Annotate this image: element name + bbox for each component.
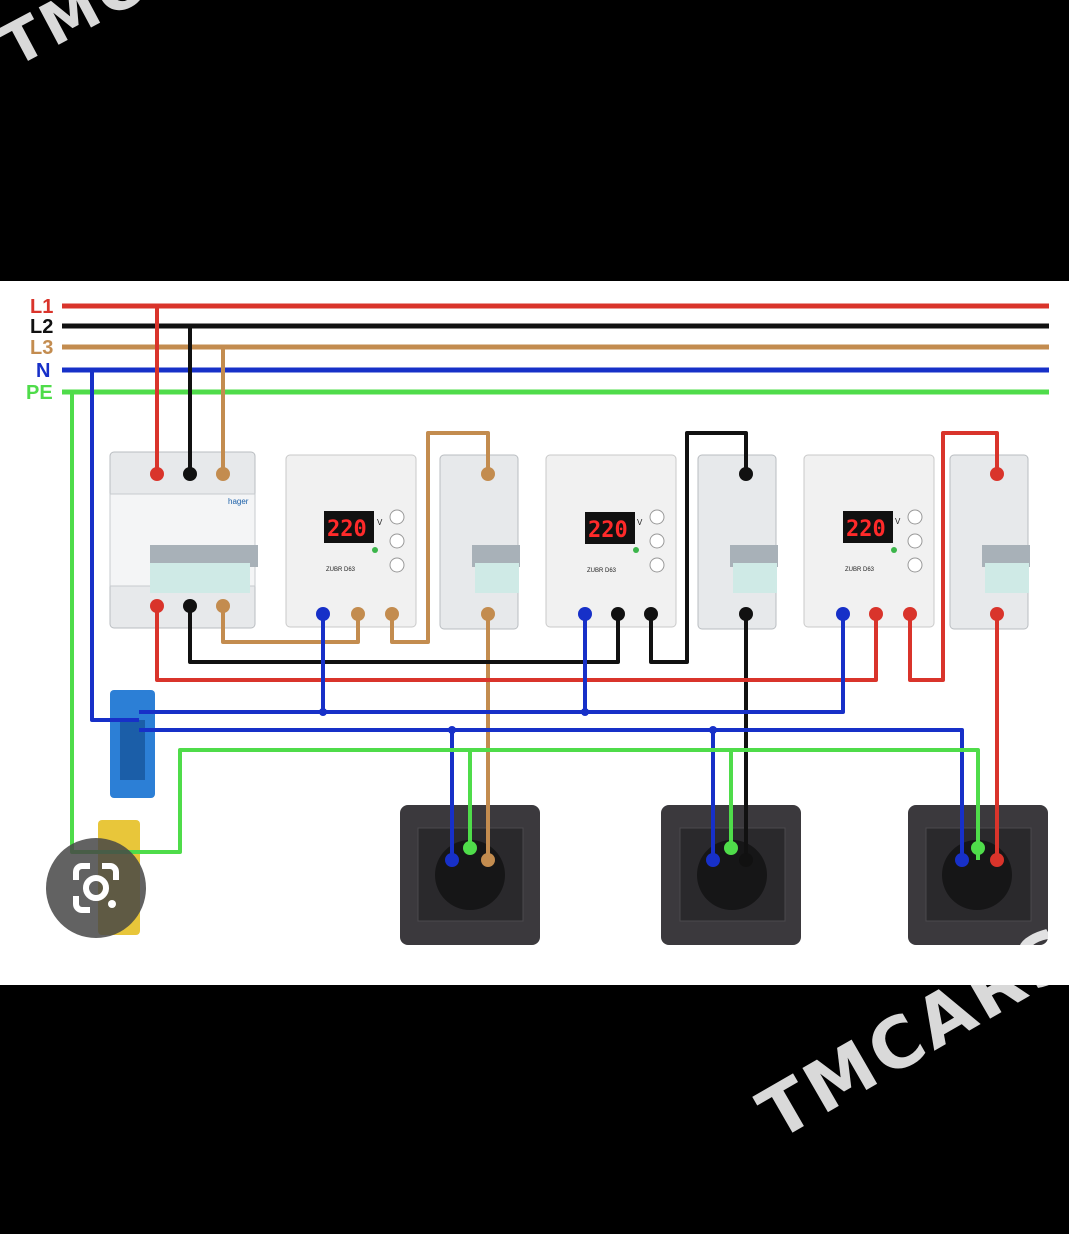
relay-model: ZUBR D63 <box>326 567 356 573</box>
relay-unit: V <box>895 517 901 526</box>
bus-lines <box>62 303 1049 395</box>
wires <box>70 306 999 860</box>
relay-unit: V <box>377 518 383 527</box>
relay-unit: V <box>637 518 643 527</box>
voltage-relay-3: 220 V ZUBR D63 <box>803 454 935 628</box>
relay-display: 220 <box>327 517 367 542</box>
relay-display: 220 <box>588 518 628 543</box>
bus-label-l1: L1 <box>30 296 53 318</box>
voltage-relay-1: 220 V ZUBR D63 <box>285 454 417 628</box>
lens-glyph <box>73 863 119 913</box>
bus-label-l3: L3 <box>30 337 53 359</box>
breaker-1p-3 <box>949 454 1030 630</box>
bus-label-l2: L2 <box>30 316 53 338</box>
relay-model: ZUBR D63 <box>845 567 875 573</box>
neutral-terminal-block <box>110 690 155 798</box>
bus-label-pe: PE <box>26 382 53 404</box>
google-lens-icon[interactable] <box>46 838 146 938</box>
voltage-relay-2: 220 V ZUBR D63 <box>545 454 677 628</box>
relay-display: 220 <box>846 517 886 542</box>
main-breaker-3p: hager <box>109 451 258 629</box>
breaker-brand: hager <box>228 497 249 506</box>
bus-label-n: N <box>36 360 50 382</box>
relay-model: ZUBR D63 <box>587 568 617 574</box>
terminal-dots <box>150 467 1004 867</box>
breaker-1p-1 <box>439 454 520 630</box>
socket-1 <box>400 805 540 945</box>
breaker-1p-2 <box>697 454 778 630</box>
